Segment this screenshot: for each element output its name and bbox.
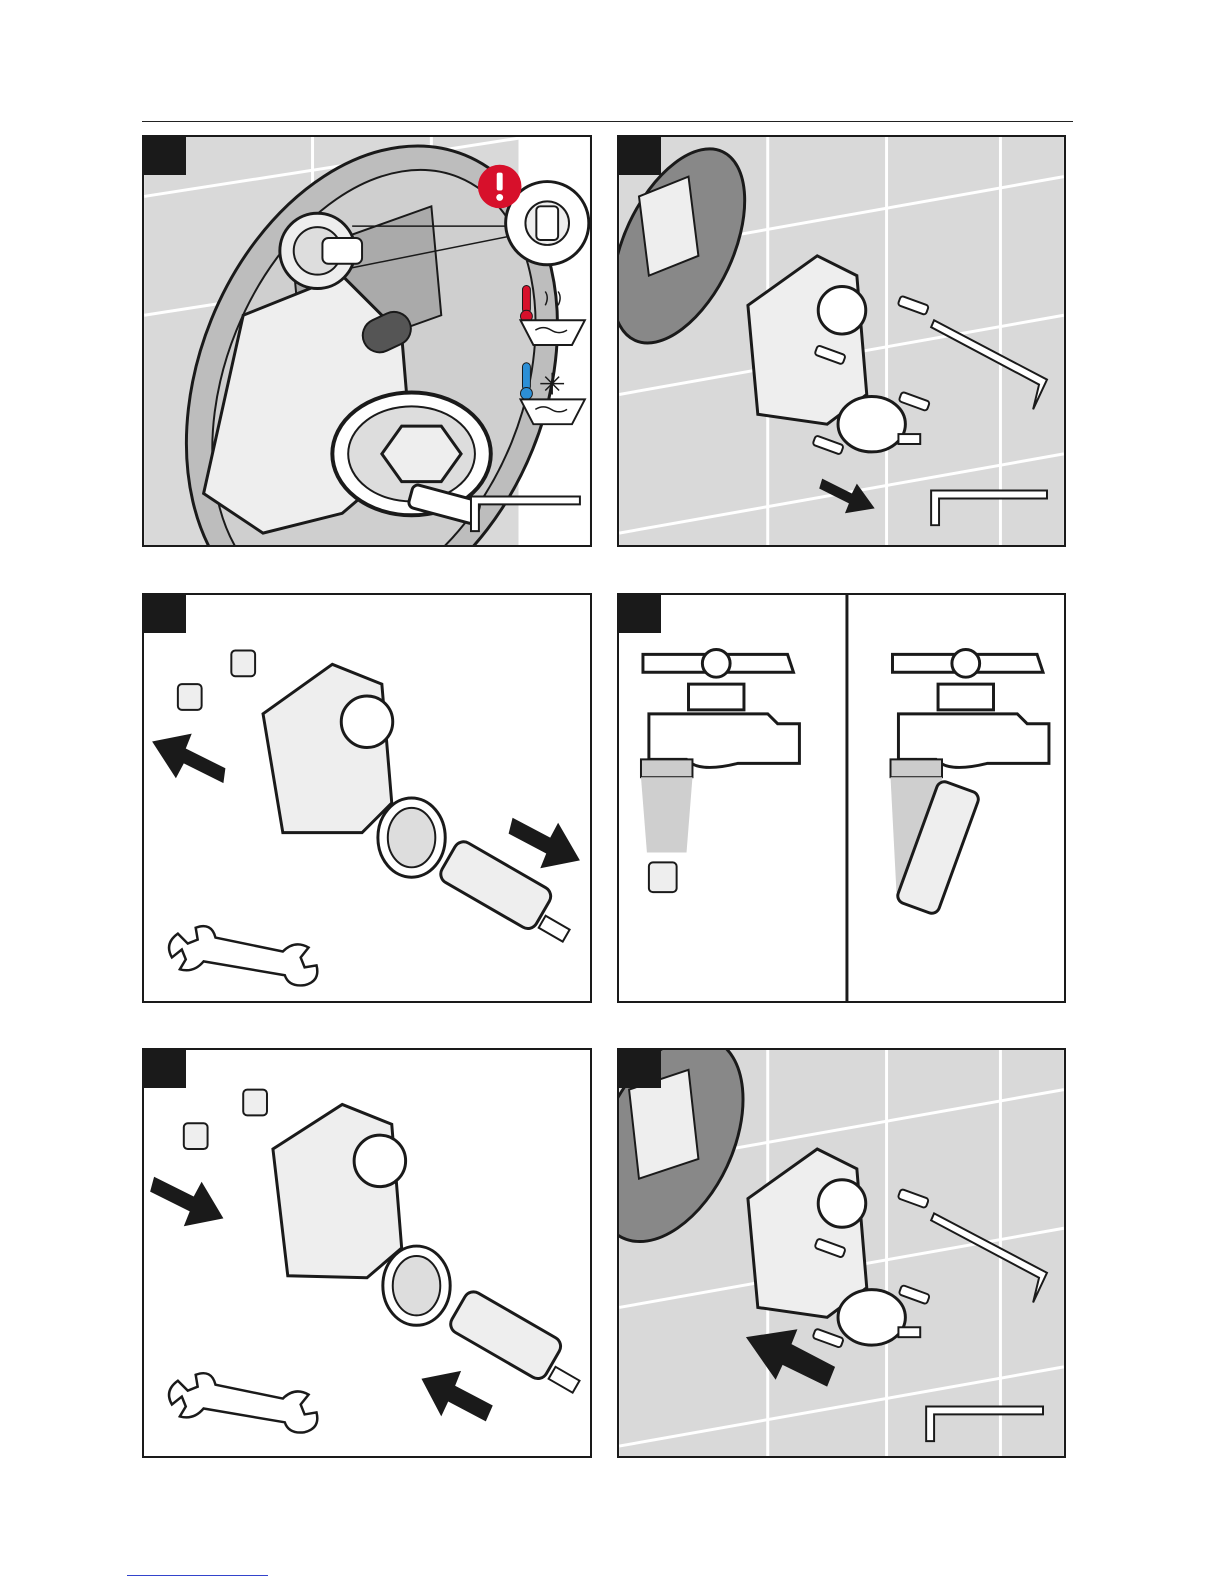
step-1-illustration: [144, 137, 590, 545]
top-divider-rule: [142, 121, 1073, 122]
step-6-illustration: [619, 1050, 1064, 1456]
step-panel-4: [617, 593, 1066, 1003]
step-badge-3: [144, 595, 186, 633]
step-2-illustration: [619, 137, 1064, 545]
exclamation-icon: [478, 165, 522, 209]
step-4-illustration: [619, 595, 1064, 1001]
step-panel-6: [617, 1048, 1066, 1458]
step-panel-2: [617, 135, 1066, 547]
step-badge-2: [619, 137, 661, 175]
footer-link-underline[interactable]: [127, 1575, 268, 1576]
step-badge-4: [619, 595, 661, 633]
step-panel-5: [142, 1048, 592, 1458]
step-panel-3: [142, 593, 592, 1003]
step-3-illustration: [144, 595, 590, 1001]
step-badge-6: [619, 1050, 661, 1088]
step-panel-1: [142, 135, 592, 547]
step-badge-1: [144, 137, 186, 175]
step-5-illustration: [144, 1050, 590, 1456]
step-badge-5: [144, 1050, 186, 1088]
